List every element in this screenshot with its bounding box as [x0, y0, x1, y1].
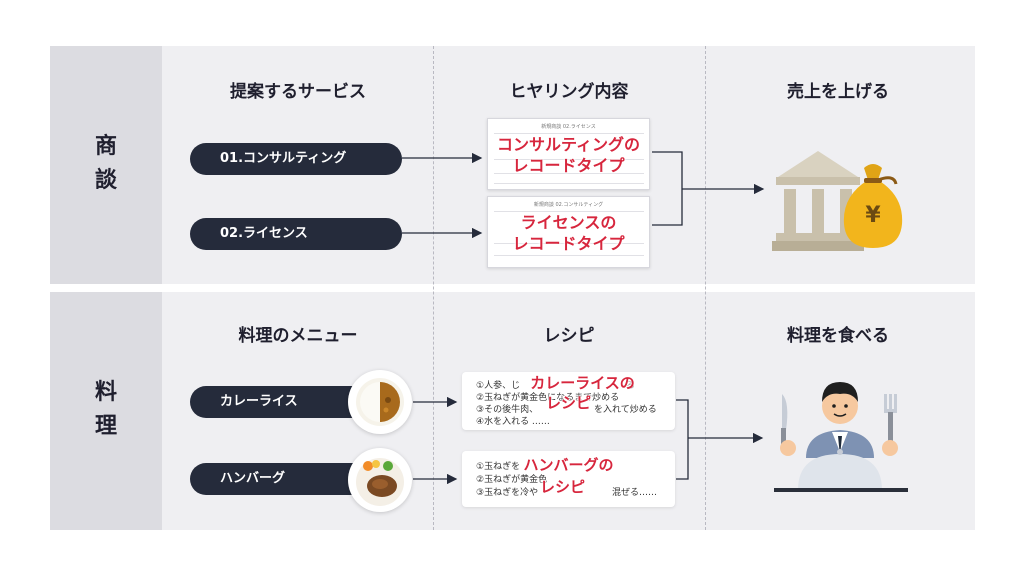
record-doc-license: 新規商談 02.コンサルティング ライセンスの レコードタイプ: [487, 196, 650, 268]
record-overlay-line2: レコードタイプ: [512, 156, 625, 175]
hamburg-steak-icon: [348, 448, 412, 512]
doc-rule: [494, 255, 644, 256]
money-bag-icon: [843, 164, 903, 248]
recipe-overlay-line1: ハンバーグの: [523, 456, 614, 474]
record-doc-consulting: 新規商談 02.ライセンス コンサルティングの レコードタイプ: [487, 118, 650, 190]
recipe-card-hamburg: ①玉ねぎを ②玉ねぎが黄金色 ③玉ねぎを冷や 混ぜる…… ハンバーグの レシピ: [462, 451, 675, 507]
recipe-step: ③その後牛肉、: [476, 405, 539, 415]
recipe-step: ①人参、じ: [476, 381, 521, 391]
negotiation-side: [50, 46, 162, 284]
header-hearing: ヒヤリング内容: [509, 82, 629, 102]
header-eat: 料理を食べる: [787, 326, 889, 346]
recipe-step-tail: を入れて炒める: [594, 405, 657, 415]
recipe-overlay-line2: レシピ: [539, 478, 585, 496]
diner-icon: [774, 382, 908, 492]
doc-rule: [494, 243, 644, 244]
record-overlay-line1: コンサルティングの: [496, 135, 641, 154]
recipe-step: ②玉ねぎが黄金色: [476, 475, 548, 485]
bank-icon: [772, 151, 864, 251]
cooking-side: [50, 292, 162, 530]
header-sales: 売上を上げる: [787, 82, 889, 102]
recipe-step: ③玉ねぎを冷や: [476, 488, 539, 498]
recipe-overlay-line2: レシピ: [545, 394, 591, 412]
divider-1: [433, 46, 434, 530]
curry-rice-icon: [348, 370, 412, 434]
recipe-card-curry: ①人参、じ ②玉ねぎが黄金色になるまで炒める ③その後牛肉、 ④水を入れる ………: [462, 372, 675, 430]
row-label-cooking: 料理: [50, 376, 162, 444]
service-pill-license: 02.ライセンス: [190, 218, 402, 250]
record-overlay-line2: レコードタイプ: [512, 234, 625, 253]
row-label-cooking-text: 料理: [94, 380, 117, 440]
record-overlay-line1: ライセンスの: [520, 213, 617, 232]
doc-rule: [494, 173, 644, 174]
row-label-negotiation-text: 商談: [94, 134, 117, 194]
row-label-negotiation: 商談: [50, 130, 162, 198]
bracket-records: [652, 151, 683, 226]
recipe-step-tail: 混ぜる……: [612, 488, 658, 498]
recipe-step: ②玉ねぎが黄金色になるまで炒める: [476, 393, 620, 403]
recipe-step-tail: る: [626, 381, 636, 391]
curry-plate-icon: [356, 378, 404, 426]
bracket-recipes: [676, 399, 689, 480]
record-doc-title: 新規商談 02.コンサルティング: [533, 202, 604, 208]
hamburg-plate-icon: [356, 458, 404, 506]
doc-rule: [494, 211, 644, 212]
service-pill-consulting: 01.コンサルティング: [190, 143, 402, 175]
doc-rule: [494, 183, 644, 184]
recipe-step: ④水を入れる ……: [476, 417, 550, 427]
divider-2: [705, 46, 706, 530]
header-recipe: レシピ: [543, 326, 595, 346]
header-services: 提案するサービス: [230, 82, 366, 102]
doc-rule: [494, 133, 644, 134]
recipe-overlay-line1: カレーライスの: [530, 374, 635, 392]
doc-rule: [494, 159, 644, 160]
record-doc-title: 新規商談 02.ライセンス: [541, 124, 596, 130]
yen-symbol: ¥: [865, 203, 881, 228]
recipe-step: ①玉ねぎを: [476, 462, 521, 472]
header-menu: 料理のメニュー: [238, 326, 358, 346]
